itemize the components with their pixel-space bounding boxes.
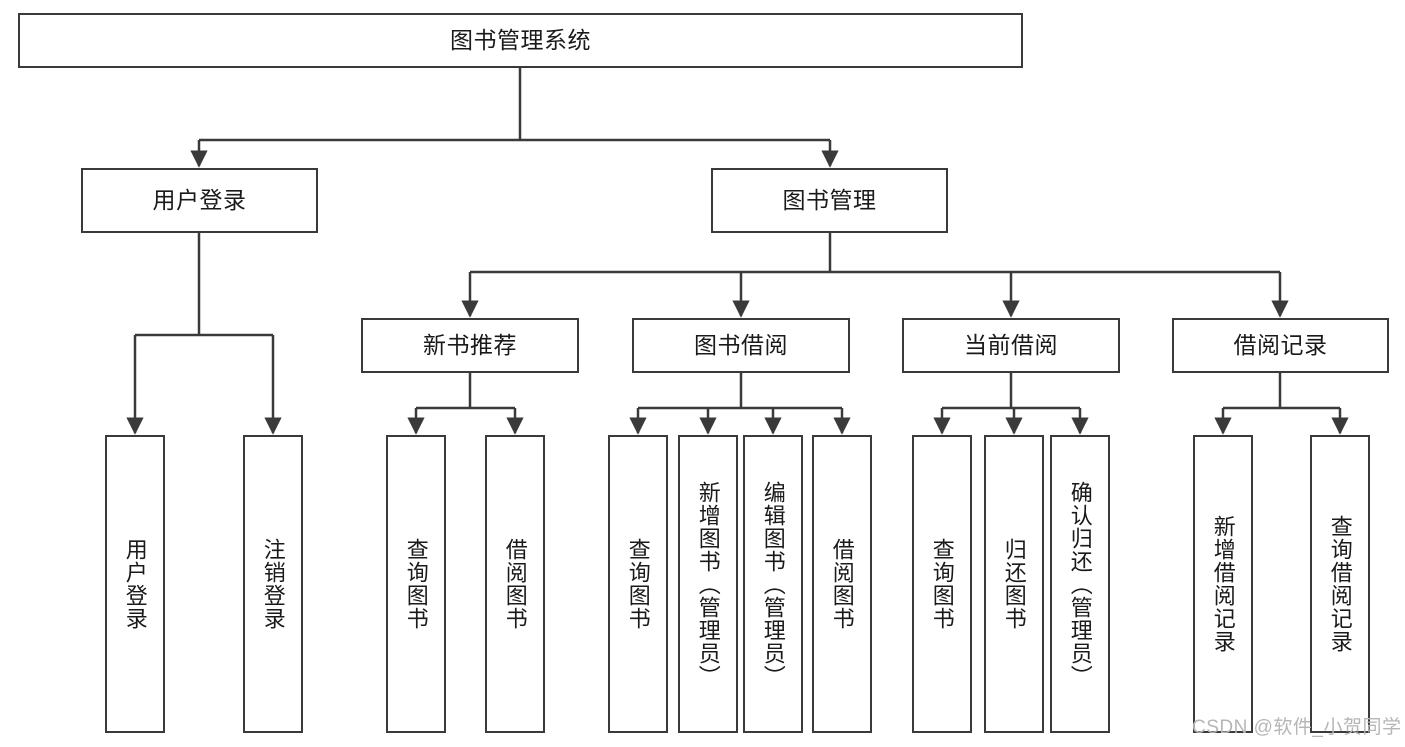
node-borrow-record[interactable]: 借阅记录 xyxy=(1172,318,1389,373)
leaf-query-borrow-record-label: 查询借阅记录 xyxy=(1327,515,1353,653)
leaf-borrow-book-1-label: 借阅图书 xyxy=(502,538,528,630)
node-current-borrow[interactable]: 当前借阅 xyxy=(902,318,1120,373)
leaf-edit-book-admin-label: 编辑图书（管理员） xyxy=(760,480,786,688)
leaf-query-book-1-label: 查询图书 xyxy=(403,538,429,630)
node-root-label: 图书管理系统 xyxy=(450,26,591,53)
leaf-query-book-3-label: 查询图书 xyxy=(929,538,955,630)
node-book-borrow-label: 图书借阅 xyxy=(694,331,788,358)
node-new-book-recommend[interactable]: 新书推荐 xyxy=(361,318,579,373)
leaf-query-book-3[interactable]: 查询图书 xyxy=(912,435,972,733)
leaf-borrow-book-2-label: 借阅图书 xyxy=(829,538,855,630)
leaf-user-login-label: 用户登录 xyxy=(122,538,148,630)
csdn-watermark: CSDN @软件_小贺同学 xyxy=(1192,717,1402,738)
leaf-query-book-1[interactable]: 查询图书 xyxy=(386,435,446,733)
leaf-query-borrow-record[interactable]: 查询借阅记录 xyxy=(1310,435,1370,733)
leaf-logout-login[interactable]: 注销登录 xyxy=(243,435,303,733)
node-book-manage-label: 图书管理 xyxy=(782,186,877,213)
leaf-edit-book-admin[interactable]: 编辑图书（管理员） xyxy=(743,435,803,733)
leaf-logout-login-label: 注销登录 xyxy=(260,538,286,630)
leaf-query-book-2[interactable]: 查询图书 xyxy=(608,435,668,733)
node-borrow-record-label: 借阅记录 xyxy=(1233,331,1328,358)
node-current-borrow-label: 当前借阅 xyxy=(964,331,1058,358)
node-book-borrow[interactable]: 图书借阅 xyxy=(632,318,850,373)
leaf-user-login[interactable]: 用户登录 xyxy=(105,435,165,733)
leaf-borrow-book-1[interactable]: 借阅图书 xyxy=(485,435,545,733)
node-root[interactable]: 图书管理系统 xyxy=(18,13,1023,68)
leaf-add-borrow-record-label: 新增借阅记录 xyxy=(1210,515,1236,653)
node-user-login[interactable]: 用户登录 xyxy=(81,168,318,233)
leaf-return-book-label: 归还图书 xyxy=(1001,538,1027,630)
leaf-add-borrow-record[interactable]: 新增借阅记录 xyxy=(1193,435,1253,733)
leaf-return-book[interactable]: 归还图书 xyxy=(984,435,1044,733)
leaf-add-book-admin-label: 新增图书（管理员） xyxy=(695,480,721,688)
leaf-confirm-return-admin-label: 确认归还（管理员） xyxy=(1067,480,1093,688)
leaf-add-book-admin[interactable]: 新增图书（管理员） xyxy=(678,435,738,733)
leaf-confirm-return-admin[interactable]: 确认归还（管理员） xyxy=(1050,435,1110,733)
node-user-login-label: 用户登录 xyxy=(152,186,247,213)
node-new-book-recommend-label: 新书推荐 xyxy=(423,331,517,358)
leaf-borrow-book-2[interactable]: 借阅图书 xyxy=(812,435,872,733)
node-book-manage[interactable]: 图书管理 xyxy=(711,168,948,233)
leaf-query-book-2-label: 查询图书 xyxy=(625,538,651,630)
